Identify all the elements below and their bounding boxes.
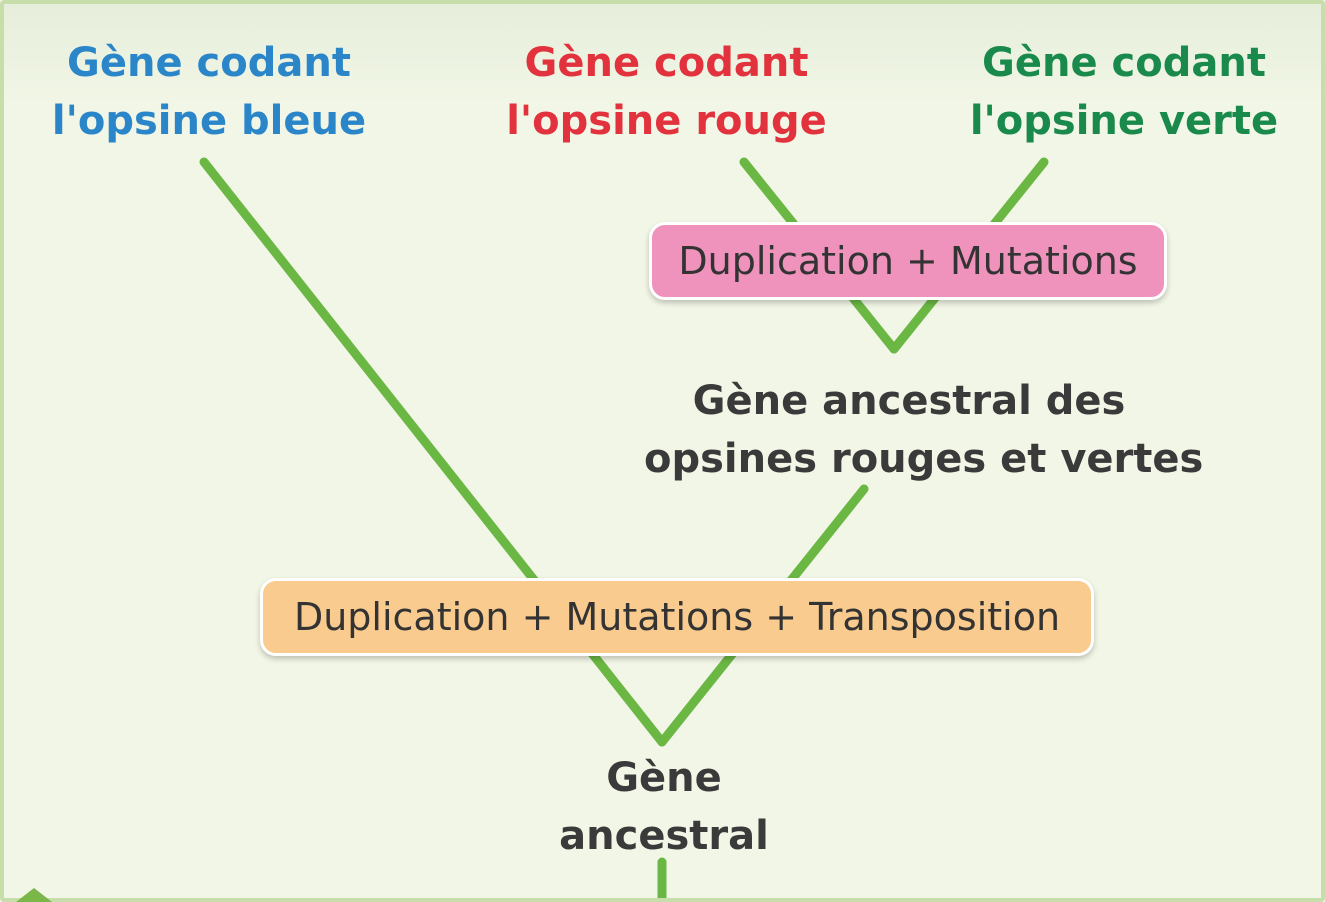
event-lower-label: Duplication + Mutations + Transposition	[293, 595, 1061, 639]
leaf-red-line2: l'opsine rouge	[506, 98, 827, 144]
leaf-green-line1: Gène codant	[982, 40, 1266, 86]
leaf-blue-opsin-gene: Gène codant l'opsine bleue	[44, 34, 374, 150]
leaf-green-line2: l'opsine verte	[969, 98, 1279, 144]
node-ancestor-line1: Gène	[606, 755, 722, 801]
leaf-green-opsin-gene: Gène codant l'opsine verte	[964, 34, 1284, 150]
leaf-blue-line1: Gène codant	[67, 40, 351, 86]
node-ancestral-gene: Gène ancestral	[524, 749, 804, 865]
node-ancestor-red-green: Gène ancestral des opsines rouges et ver…	[644, 372, 1204, 488]
event-upper-label: Duplication + Mutations	[678, 239, 1138, 283]
node-ancestor-line2: ancestral	[559, 813, 769, 859]
node-ancestor-rv-line2: opsines rouges et vertes	[644, 436, 1204, 482]
background-band	[4, 4, 1321, 108]
leaf-blue-line2: l'opsine bleue	[51, 98, 367, 144]
corner-triangle-icon	[16, 888, 52, 902]
leaf-red-opsin-gene: Gène codant l'opsine rouge	[499, 34, 834, 150]
event-duplication-mutations: Duplication + Mutations	[649, 222, 1167, 300]
node-ancestor-rv-line1: Gène ancestral des	[692, 378, 1126, 424]
leaf-red-line1: Gène codant	[524, 40, 809, 86]
event-duplication-mutations-transposition: Duplication + Mutations + Transposition	[260, 578, 1094, 656]
